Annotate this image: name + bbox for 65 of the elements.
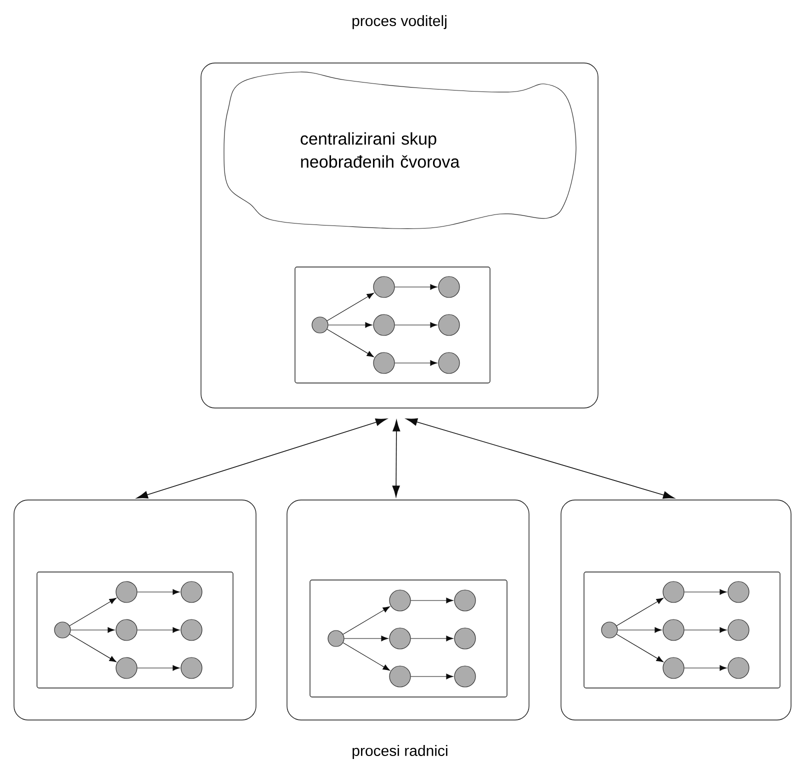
graph-node bbox=[389, 628, 411, 650]
graph-node bbox=[662, 657, 684, 679]
arrow bbox=[618, 627, 662, 633]
graph-panel bbox=[294, 266, 490, 384]
graph-node bbox=[728, 657, 750, 679]
arrow bbox=[410, 636, 454, 642]
graph-node bbox=[373, 314, 395, 336]
graph-node bbox=[438, 276, 460, 298]
graph-node bbox=[180, 657, 202, 679]
process-box bbox=[286, 500, 530, 720]
graph-panel bbox=[36, 572, 234, 688]
graph-node bbox=[389, 666, 411, 688]
arrow bbox=[136, 418, 387, 498]
graph-node bbox=[389, 590, 411, 612]
graph-node bbox=[180, 619, 202, 641]
graph-node bbox=[438, 314, 460, 336]
graph-node bbox=[116, 619, 138, 641]
graph-node bbox=[454, 628, 476, 650]
arrow bbox=[137, 627, 180, 633]
process-box bbox=[14, 500, 256, 720]
arrow bbox=[394, 360, 438, 366]
graph-node bbox=[312, 316, 328, 334]
graph-node bbox=[54, 622, 71, 638]
arrow bbox=[392, 420, 400, 498]
arrow bbox=[406, 418, 674, 499]
arrow bbox=[410, 674, 454, 680]
arrow bbox=[394, 322, 438, 328]
arrow bbox=[328, 322, 372, 328]
arrow bbox=[342, 606, 390, 635]
arrow bbox=[616, 634, 664, 662]
graph-node bbox=[328, 630, 344, 647]
arrow bbox=[69, 598, 116, 626]
arrow bbox=[69, 634, 116, 662]
arrow bbox=[70, 627, 115, 633]
graph-node bbox=[662, 619, 684, 641]
graph-panel bbox=[310, 580, 508, 698]
graph-node bbox=[662, 581, 684, 603]
process-box bbox=[560, 500, 792, 720]
graph-node bbox=[180, 581, 202, 603]
arrow bbox=[394, 284, 438, 290]
graph-node bbox=[454, 666, 476, 688]
graph-node bbox=[728, 581, 750, 603]
arrow bbox=[326, 292, 374, 322]
arrow bbox=[410, 598, 454, 604]
graph-node bbox=[728, 619, 750, 641]
arrow bbox=[137, 665, 180, 671]
arrow bbox=[326, 328, 374, 358]
arrow bbox=[684, 589, 727, 595]
graph-node bbox=[373, 352, 395, 374]
graph-node bbox=[601, 622, 618, 638]
graph-node bbox=[116, 581, 138, 603]
node-set-cloud: centralizirani skup neobrađenih čvorova bbox=[224, 72, 576, 230]
graph-panel bbox=[584, 572, 780, 688]
node-label: proces voditelj bbox=[352, 15, 446, 30]
graph-node bbox=[438, 352, 460, 374]
graph-node bbox=[373, 276, 395, 298]
graph-node bbox=[116, 657, 138, 679]
arrow bbox=[344, 636, 388, 642]
arrow bbox=[342, 642, 390, 671]
arrow bbox=[684, 627, 727, 633]
arrow bbox=[137, 589, 180, 595]
graph-node bbox=[454, 590, 476, 612]
arrow bbox=[616, 598, 664, 626]
arrow bbox=[684, 665, 727, 671]
caption-text: procesi radnici bbox=[352, 745, 448, 759]
